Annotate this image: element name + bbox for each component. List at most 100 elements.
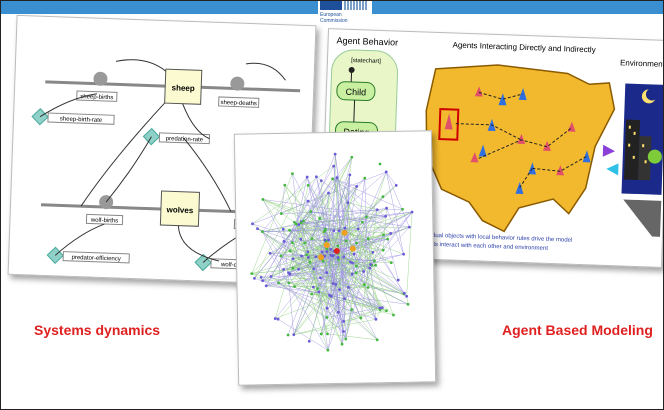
sheep-birth-rate-label: sheep-birth-rate xyxy=(60,116,103,123)
network-node xyxy=(293,285,296,288)
network-node xyxy=(326,332,329,336)
caption-agent-based-modeling: Agent Based Modeling xyxy=(502,322,653,338)
network-node xyxy=(385,309,388,313)
network-node xyxy=(268,251,272,255)
network-node xyxy=(282,267,286,271)
wolf-death-rate-diamond xyxy=(194,253,212,272)
network-graph xyxy=(250,152,414,352)
network-node xyxy=(332,164,336,168)
network-node xyxy=(342,330,345,333)
network-node xyxy=(406,302,410,306)
agent-red xyxy=(474,86,483,97)
network-hub-node xyxy=(333,247,340,254)
network-node xyxy=(375,208,379,212)
network-node xyxy=(386,237,389,241)
network-node xyxy=(318,216,322,220)
network-node xyxy=(251,222,254,226)
network-node xyxy=(350,308,354,311)
network-node xyxy=(297,267,300,271)
network-node xyxy=(331,177,335,181)
sheep-deaths-box xyxy=(218,96,260,108)
network-node xyxy=(355,184,359,188)
agent-behavior-title: Agent Behavior xyxy=(336,35,398,47)
network-node xyxy=(354,264,358,268)
network-node xyxy=(294,222,298,226)
child-state xyxy=(336,81,376,101)
network-node xyxy=(279,212,283,216)
agent-red xyxy=(470,152,479,163)
network-node xyxy=(303,241,306,245)
network-node xyxy=(373,259,376,263)
network-node xyxy=(288,272,292,276)
network-node xyxy=(321,259,325,263)
network-node xyxy=(350,272,354,276)
network-node xyxy=(331,282,335,285)
network-node xyxy=(384,170,388,174)
building-icon xyxy=(623,119,641,181)
network-node xyxy=(307,339,311,343)
connector-arrows xyxy=(39,59,286,263)
network-node xyxy=(302,219,305,223)
agent-red xyxy=(556,165,565,176)
network-node xyxy=(319,332,323,336)
network-node xyxy=(316,287,319,290)
arrow-right-icon xyxy=(602,144,615,157)
logo-line-1: European xyxy=(320,12,342,18)
network-node xyxy=(325,306,329,310)
network-node xyxy=(394,184,398,187)
network-node xyxy=(363,176,367,180)
network-node xyxy=(299,221,303,225)
network-node xyxy=(381,195,385,199)
wolves-stock-label: wolves xyxy=(165,205,194,215)
network-node xyxy=(288,249,292,253)
network-node xyxy=(277,281,280,285)
abm-note-2: Objects interact with each other and env… xyxy=(417,241,548,252)
agent-red xyxy=(444,113,453,130)
predator-efficiency-label: predator-efficiency xyxy=(71,255,120,263)
selected-agent-box xyxy=(438,108,460,141)
network-node xyxy=(374,263,377,267)
network-node xyxy=(350,155,354,159)
network-node xyxy=(385,206,388,210)
network-node xyxy=(290,241,294,245)
network-node xyxy=(310,292,314,296)
sheep-deaths-label: sheep-deaths xyxy=(220,100,257,107)
network-node xyxy=(261,198,265,201)
network-node xyxy=(407,225,411,229)
network-node xyxy=(269,275,273,278)
network-node xyxy=(297,223,301,227)
network-node xyxy=(291,266,295,270)
network-node xyxy=(336,256,340,259)
network-node xyxy=(318,276,322,280)
network-node xyxy=(327,191,330,195)
network-node xyxy=(344,337,348,341)
building-icon xyxy=(637,136,652,181)
network-node xyxy=(314,175,318,179)
sheep-births-valve xyxy=(93,71,108,86)
lit-windows xyxy=(628,125,647,164)
arrow-left-icon xyxy=(606,163,619,176)
sheep-stock-label: sheep xyxy=(171,83,195,93)
network-node xyxy=(389,232,393,235)
network-node xyxy=(381,248,385,252)
network-panel xyxy=(233,130,437,386)
initial-state-dot xyxy=(348,66,355,73)
network-node xyxy=(299,237,303,241)
network-node xyxy=(323,227,327,231)
network-node xyxy=(392,313,395,317)
network-node xyxy=(309,210,313,213)
abm-note-1: Individual objects with local behavior r… xyxy=(418,232,573,243)
usa-map xyxy=(425,64,616,233)
network-node xyxy=(305,175,309,179)
wolves-inflow-pipe xyxy=(40,203,161,211)
network-node xyxy=(332,229,336,233)
network-node xyxy=(338,288,341,292)
network-node xyxy=(348,173,352,177)
network-node xyxy=(369,263,372,266)
network-node xyxy=(354,271,358,275)
network-node xyxy=(402,252,406,256)
sheep-deaths-valve xyxy=(230,76,245,91)
network-node xyxy=(325,271,329,274)
tree-icon xyxy=(647,149,662,164)
network-node xyxy=(378,162,382,166)
